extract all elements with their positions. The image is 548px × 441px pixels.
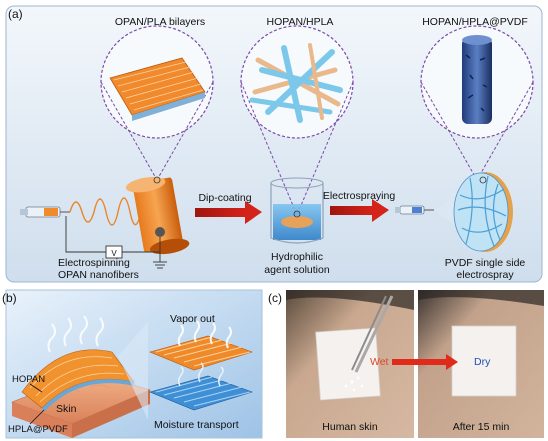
membrane-patch — [21, 349, 135, 412]
label-hpla-pvdf: HPLA@PVDF — [8, 424, 68, 435]
arrow-electrospraying — [330, 199, 389, 222]
caption-hydrophilic: Hydrophilic — [271, 251, 323, 263]
label-vapor-out: Vapor out — [170, 313, 215, 325]
beaker — [270, 177, 324, 244]
zoom-circle-hopan-hpla — [240, 25, 354, 216]
zoom-circle-opan-pla — [100, 25, 214, 181]
photo-human-skin — [286, 290, 414, 438]
skin-block — [11, 371, 151, 438]
stage-title-3: HOPAN/HPLA@PVDF — [422, 16, 528, 28]
pointer-hopan — [29, 383, 43, 393]
zoom-callout — [118, 322, 148, 420]
caption-electrospray: electrospray — [456, 269, 514, 281]
stage-title-2: HOPAN/HPLA — [266, 16, 334, 28]
panel-c-tag: (c) — [268, 291, 282, 305]
fiber-layer-blue — [149, 375, 253, 411]
pointer-hpla — [29, 409, 45, 425]
syringe-left — [20, 206, 70, 218]
vapor-wisps-left — [47, 315, 104, 353]
pvdf-membrane-disc — [453, 172, 513, 252]
label-dry: Dry — [474, 356, 491, 368]
voltage-symbol: V — [111, 249, 117, 258]
zoom-circle-pvdf — [420, 25, 534, 181]
caption-electrospinning: Electrospinning — [58, 257, 130, 269]
voltage-box — [105, 245, 123, 259]
label-hopan: HOPAN — [12, 374, 45, 385]
label-human-skin: Human skin — [322, 421, 378, 433]
arrow-label-electrospraying: Electrospraying — [323, 190, 396, 202]
label-wet: Wet — [370, 356, 389, 368]
arrow-dip-coating — [195, 201, 262, 224]
vapor-wisps-right — [177, 320, 232, 349]
panel-b-tag: (b) — [2, 291, 17, 305]
arrow-label-dip-coating: Dip-coating — [198, 192, 251, 204]
label-moisture-transport: Moisture transport — [154, 419, 239, 431]
panel-a-tag: (a) — [8, 7, 23, 21]
label-after-15-min: After 15 min — [453, 421, 510, 433]
stage-title-1: OPAN/PLA bilayers — [114, 16, 206, 28]
label-skin: Skin — [56, 403, 77, 415]
wet-to-dry-arrow — [392, 354, 458, 370]
caption-pvdf-single-side: PVDF single side — [445, 257, 526, 269]
caption-opan-nanofibers: OPAN nanofibers — [58, 269, 139, 281]
caption-agent-solution: agent solution — [264, 264, 330, 276]
moisture-wisps — [177, 362, 224, 387]
voltage-circuit — [65, 216, 167, 269]
